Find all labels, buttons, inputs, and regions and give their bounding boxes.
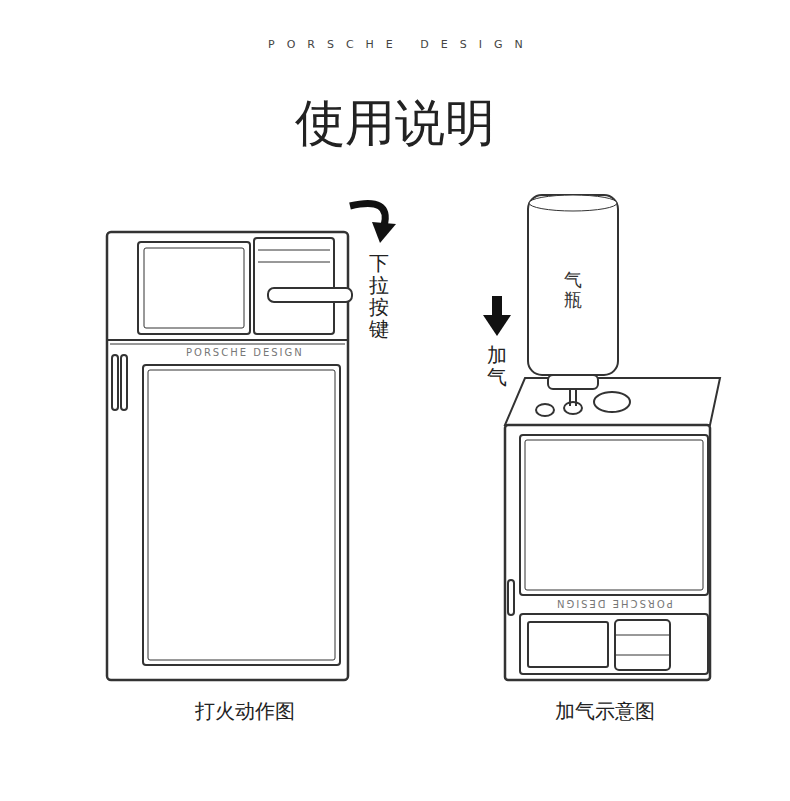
figure-caption: 加气示意图 — [555, 698, 655, 725]
figure-caption: 打火动作图 — [195, 698, 295, 725]
button-label: 下拉按键 — [369, 252, 389, 340]
cylinder-label: 气瓶 — [564, 270, 582, 310]
engraving: PORSCHE DESIGN — [186, 347, 304, 358]
engraving: PORSCHE DESIGN — [555, 598, 673, 609]
brand-header: PORSCHE DESIGN — [268, 38, 535, 51]
fill-label: 加气 — [487, 344, 507, 388]
gas-cylinder: 气瓶 — [528, 215, 618, 365]
page-title: 使用说明 — [295, 90, 495, 157]
